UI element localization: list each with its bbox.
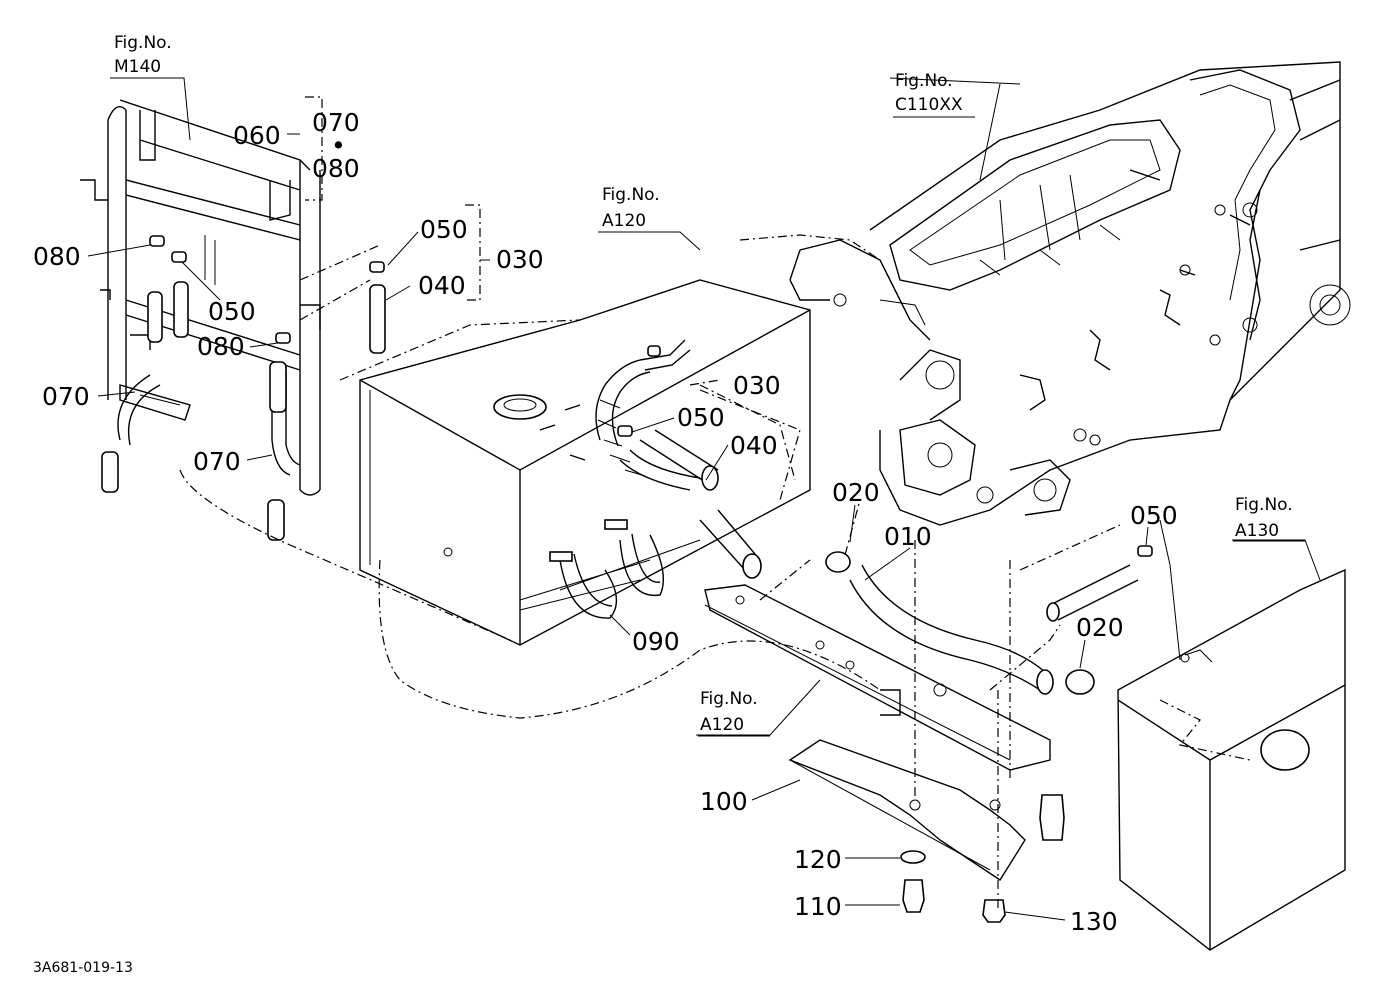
callout-060: 060 bbox=[233, 121, 281, 150]
callout-030-b: 030 bbox=[733, 371, 781, 400]
fuel-tank bbox=[359, 279, 811, 646]
callout-090: 090 bbox=[632, 627, 680, 656]
return-hose-010 bbox=[825, 545, 1153, 695]
callout-020-a: 020 bbox=[832, 478, 880, 507]
callout-050-a: 050 bbox=[420, 215, 468, 244]
callout-dot: • bbox=[331, 131, 346, 160]
callout-040-b: 040 bbox=[730, 431, 778, 460]
fig-ref-a130-title: Fig.No. bbox=[1235, 495, 1293, 515]
callout-010: 010 bbox=[884, 522, 932, 551]
phantom-lines bbox=[179, 244, 1251, 910]
callout-040-a: 040 bbox=[418, 271, 466, 300]
fig-ref-a130-number: A130 bbox=[1235, 521, 1279, 541]
fig-ref-a120-bottom-title: Fig.No. bbox=[700, 689, 758, 709]
rops-frame bbox=[80, 99, 321, 541]
fig-ref-a120-top-number: A120 bbox=[602, 211, 646, 231]
fig-ref-a120-top: Fig.No. A120 bbox=[602, 185, 660, 231]
fig-ref-a120-bottom: Fig.No. A120 bbox=[700, 689, 758, 735]
fig-ref-a120-bottom-number: A120 bbox=[700, 715, 744, 735]
mounting-bracket bbox=[704, 584, 1065, 923]
callout-070-mid: 070 bbox=[193, 447, 241, 476]
callout-050-d: 050 bbox=[1130, 501, 1178, 530]
callout-110: 110 bbox=[794, 892, 842, 921]
fig-ref-underlines bbox=[112, 77, 1305, 737]
callout-020-b: 020 bbox=[1076, 613, 1124, 642]
fig-ref-c110xx-number: C110XX bbox=[895, 95, 963, 115]
transmission-housing bbox=[739, 61, 1351, 526]
fig-ref-c110xx: Fig.No. C110XX bbox=[895, 71, 963, 115]
fig-ref-a130: Fig.No. A130 bbox=[1235, 495, 1293, 541]
callout-080-mid: 080 bbox=[197, 332, 245, 361]
fig-ref-m140-number: M140 bbox=[114, 57, 161, 77]
callout-070-left: 070 bbox=[42, 382, 90, 411]
part-callouts: 060 070 • 080 050 030 040 080 050 080 07… bbox=[33, 108, 1178, 936]
fig-ref-a120-top-title: Fig.No. bbox=[602, 185, 660, 205]
fig-ref-m140-title: Fig.No. bbox=[114, 33, 172, 53]
callout-030-a: 030 bbox=[496, 245, 544, 274]
callout-080-left: 080 bbox=[33, 242, 81, 271]
callout-080-top: 080 bbox=[312, 154, 360, 183]
fig-ref-c110xx-title: Fig.No. bbox=[895, 71, 953, 91]
hydraulic-tank bbox=[1117, 568, 1346, 951]
drawing-code: 3A681-019-13 bbox=[33, 960, 133, 976]
callout-050-c: 050 bbox=[677, 403, 725, 432]
callout-100: 100 bbox=[700, 787, 748, 816]
callout-120: 120 bbox=[794, 845, 842, 874]
callout-070-top: 070 bbox=[312, 108, 360, 137]
fig-ref-m140: Fig.No. M140 bbox=[114, 33, 172, 77]
hose-set-030 bbox=[369, 261, 386, 354]
leader-lines bbox=[87, 77, 1321, 921]
callout-050-b: 050 bbox=[208, 297, 256, 326]
callout-130: 130 bbox=[1070, 907, 1118, 936]
